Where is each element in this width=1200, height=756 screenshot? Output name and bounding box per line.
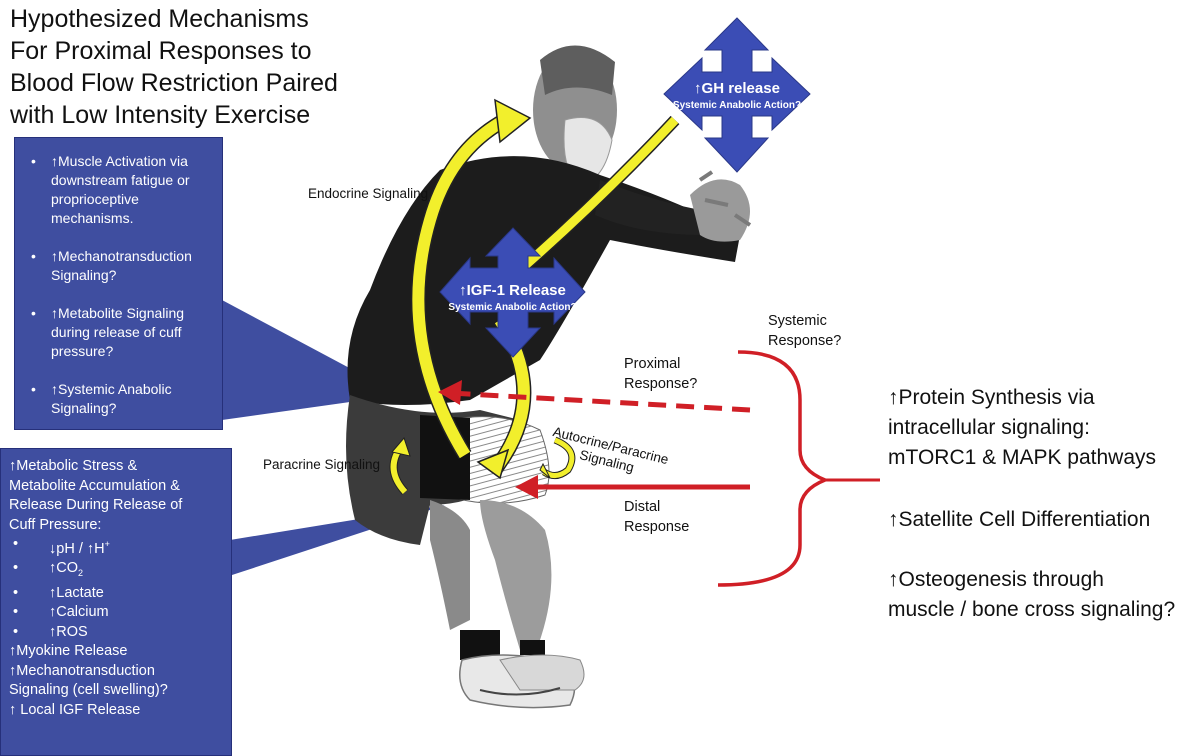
mechanism-item: ↑Systemic Anabolic Signaling? [29,380,212,418]
proximal-response-label: Proximal Response? [624,356,698,392]
igf1-release-label: ↑IGF-1 Release [459,282,566,299]
response-arrows [438,350,880,587]
box-line: Metabolite Accumulation & [9,477,180,494]
title-line: Blood Flow Restriction Paired [10,69,338,97]
proximal-mechanisms-box: ↑Muscle Activation via downstream fatigu… [14,137,223,430]
box-line: ↑Mechanotransduction [9,662,155,679]
mechanism-item: ↑Mechanotransduction Signaling? [29,247,212,285]
endocrine-signaling-label: Endocrine Signaling [308,186,429,201]
mechanism-item: ↑Metabolite Signaling during release of … [29,304,212,361]
bullet-calcium: ↑Calcium [9,603,225,623]
title-line: For Proximal Responses to [10,37,312,65]
gh-release-sublabel: Systemic Anabolic Action? [672,100,802,111]
systemic-response-label: Systemic Response? [768,313,842,349]
igf1-release-shape [439,227,586,358]
gh-release-label: ↑GH release [694,80,780,97]
bullet-co2: ↑CO2 [9,559,225,583]
distal-response-label: Distal Response [624,499,690,535]
box-line: ↑Metabolic Stress & [9,458,138,474]
osteogenesis-text: ↑Osteogenesis through muscle / bone cros… [888,568,1176,621]
satellite-cell-text: ↑Satellite Cell Differentiation [888,508,1151,531]
gh-release-shape [663,17,811,173]
box-line: ↑Myokine Release [9,643,128,660]
title-line: Hypothesized Mechanisms [10,5,309,33]
figure-title: Hypothesized Mechanisms For Proximal Res… [10,3,410,131]
title-line: with Low Intensity Exercise [10,101,311,129]
response-brace [717,350,830,587]
local-mechanisms-box: ↑Metabolic Stress & Metabolite Accumulat… [0,448,232,756]
bullet-ros: ↑ROS [9,623,225,643]
box-line: Cuff Pressure: [9,516,102,533]
box-line: ↑ Local IGF Release [9,701,141,718]
box-line: Release During Release of [9,497,183,513]
mechanism-item: ↑Muscle Activation via downstream fatigu… [29,152,212,228]
paracrine-signaling-label: Paracrine Signaling [263,457,381,472]
bullet-lactate: ↑Lactate [9,584,225,604]
box-line: Signaling (cell swelling)? [9,682,168,699]
igf1-release-sublabel: Systemic Anabolic Action? [448,302,577,313]
bullet-ph: ↓pH / ↑H+ [9,535,225,559]
protein-synthesis-text: ↑Protein Synthesis via intracellular sig… [888,386,1157,469]
